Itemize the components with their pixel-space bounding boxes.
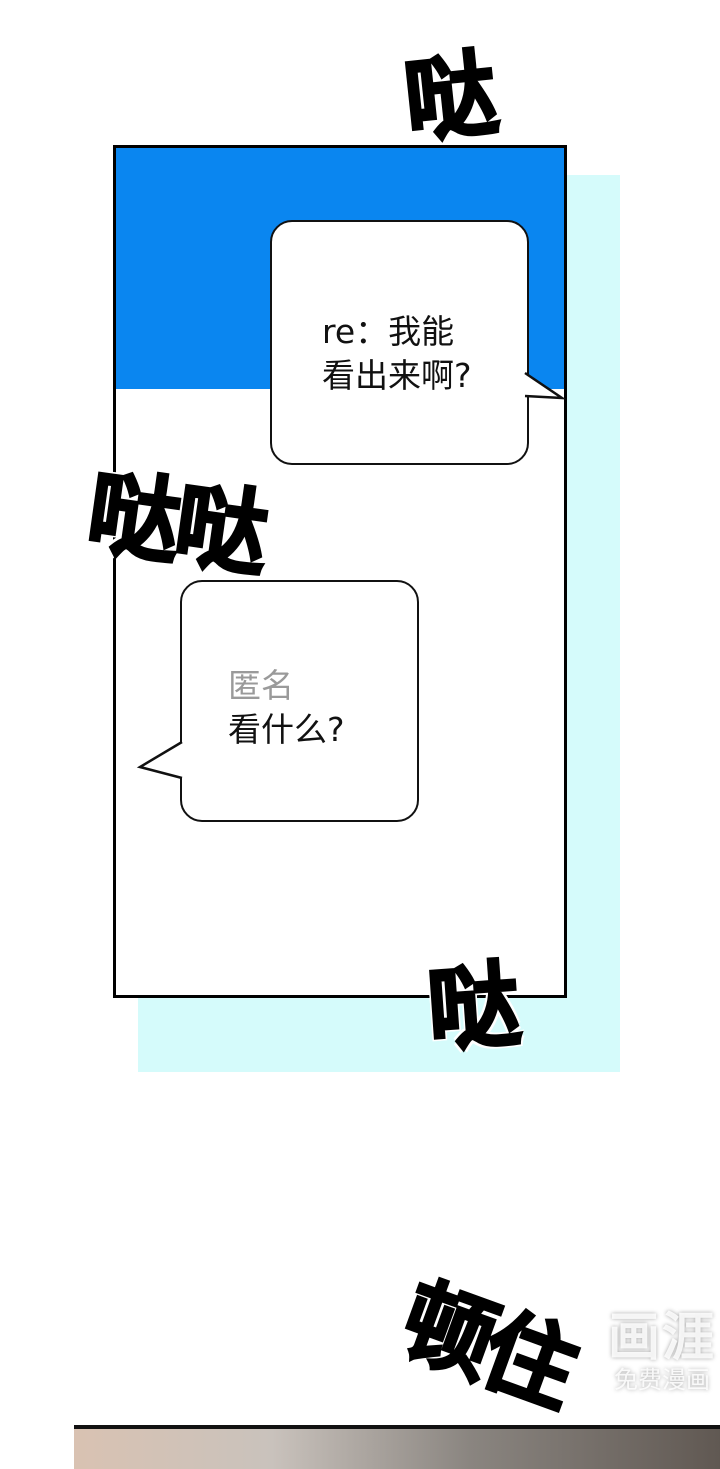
watermark-logo: 画涯: [607, 1308, 716, 1368]
watermark-tagline: 免费漫画: [613, 1366, 710, 1394]
sender-name: 匿名: [228, 666, 294, 705]
speech-bubble-reply: re：我能 看出来啊?: [270, 220, 567, 465]
bubble-line: 看什么?: [228, 710, 345, 749]
watermark: 画涯 免费漫画: [608, 1310, 716, 1394]
speech-bubble-anonymous: 匿名 看什么?: [136, 580, 419, 822]
bubble-line: 看出来啊?: [322, 356, 472, 395]
bubble-tail: [136, 740, 184, 780]
bubble-tail: [522, 371, 567, 400]
sfx-middle: 哒哒: [80, 457, 272, 590]
sfx-top: 哒: [398, 38, 504, 157]
bubble-line: re：我能: [322, 312, 455, 351]
next-panel: [74, 1425, 720, 1469]
sfx-lower: 哒: [423, 949, 525, 1065]
sfx-bottom: 顿住: [386, 1264, 587, 1426]
